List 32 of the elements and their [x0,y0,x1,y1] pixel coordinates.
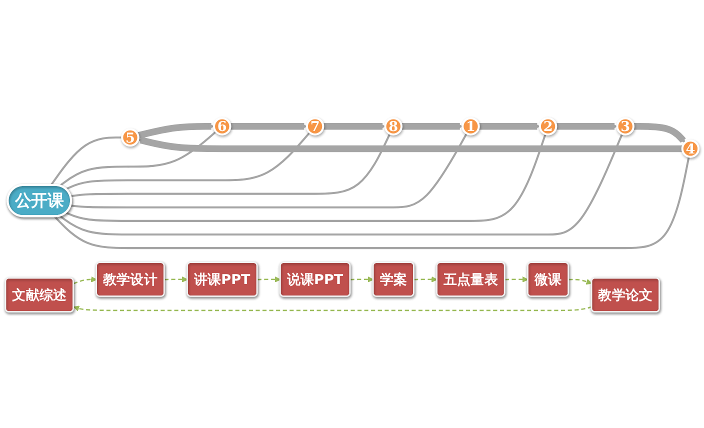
node-circle: 7 [306,117,324,136]
arrow [402,122,463,130]
arrow [138,136,684,152]
arrow [164,276,188,282]
node-circle: 2 [538,117,558,136]
arrow [137,122,214,139]
arrow [323,122,386,130]
arrow [230,122,308,130]
arrow [350,276,374,282]
node-circle: 8 [384,117,403,136]
node-circle: 6 [213,117,232,136]
connector [54,156,690,250]
arrow [257,276,281,282]
arrow [478,122,540,130]
connector [66,132,311,190]
arrow [568,278,592,285]
connector [70,132,468,208]
node-circle: 1 [462,117,480,136]
node-circle: 3 [616,117,634,136]
connector [50,136,122,186]
connector [66,134,546,222]
node-circle: 5 [121,128,140,147]
arrow [633,122,686,143]
arrow [73,276,97,284]
arrow [73,306,592,312]
node-circle: 4 [681,140,700,158]
arrow [556,122,618,130]
connector [59,133,624,236]
arrow [504,276,528,282]
connector [59,130,217,187]
connector [70,133,391,198]
arrow [414,276,438,282]
